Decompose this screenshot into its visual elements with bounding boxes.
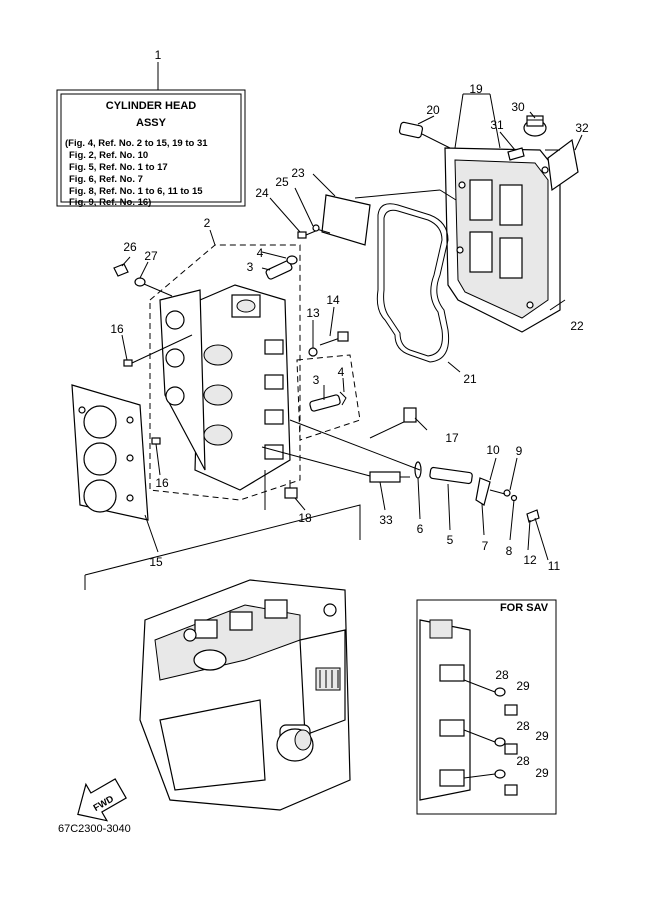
callout-6: 6	[417, 522, 424, 536]
sav-callout-29c: 29	[535, 766, 549, 780]
info-box-line: Fig. 9, Ref. No. 16)	[69, 197, 151, 208]
bracket-part	[475, 477, 491, 506]
callout-3: 3	[247, 260, 254, 274]
callout-17: 17	[445, 431, 459, 445]
callout-19: 19	[469, 82, 483, 96]
ring-part	[286, 255, 298, 265]
callout-14: 14	[326, 293, 340, 307]
info-box-line: Fig. 2, Ref. No. 10	[69, 150, 148, 161]
diagram-code: 67C2300-3040	[58, 823, 131, 835]
callout-20: 20	[426, 103, 440, 117]
callout-5: 5	[447, 533, 454, 547]
sav-callout-29: 29	[516, 679, 530, 693]
washer-part	[308, 347, 318, 357]
gasket-part	[134, 277, 146, 287]
cylinder-head-cover	[444, 147, 561, 333]
callout-1: 1	[155, 48, 162, 62]
info-box-line: (Fig. 4, Ref. No. 2 to 15, 19 to 31	[65, 138, 208, 149]
callout-32: 32	[575, 121, 589, 135]
pin-part	[265, 260, 293, 280]
callout-4: 4	[257, 246, 264, 260]
callout-18: 18	[298, 511, 312, 525]
sav-callout-28: 28	[495, 668, 509, 682]
callout-23: 23	[291, 166, 305, 180]
callout-9: 9	[516, 444, 523, 458]
callout-3b: 3	[313, 373, 320, 387]
pin-part	[309, 394, 341, 412]
o-ring-part	[414, 461, 422, 479]
callout-22: 22	[570, 319, 584, 333]
callout-12: 12	[523, 553, 537, 567]
bolt-part	[526, 509, 540, 523]
sub-assembly-outline	[296, 354, 361, 441]
sav-callout-28c: 28	[516, 754, 530, 768]
washer-part	[510, 494, 518, 502]
gasket-inner-edge	[383, 209, 443, 357]
callout-24: 24	[255, 186, 269, 200]
sav-callout-28b: 28	[516, 719, 530, 733]
cylinder-head	[159, 284, 291, 491]
head-gasket	[71, 384, 149, 521]
callout-27: 27	[144, 249, 158, 263]
for-sav-box: FOR SAV	[416, 599, 557, 815]
assembly-info-box: CYLINDER HEAD ASSY (Fig. 4, Ref. No. 2 t…	[56, 89, 246, 208]
bolt-part	[319, 331, 349, 346]
plate-part	[321, 194, 371, 246]
callout-labels: 1 2 3 4 3 4 5 6 7 8 9 10 11 12 13 14 15 …	[110, 48, 589, 573]
info-box-line: Fig. 5, Ref. No. 1 to 17	[69, 162, 168, 173]
info-box-title: CYLINDER HEAD	[106, 100, 197, 112]
dowel-pin-part	[123, 359, 133, 367]
callout-16b: 16	[155, 476, 169, 490]
dowel-pin-part	[151, 437, 161, 445]
info-box-line: Fig. 8, Ref. No. 1 to 6, 11 to 15	[69, 186, 203, 197]
for-sav-title: FOR SAV	[500, 602, 549, 614]
callout-11: 11	[548, 559, 561, 573]
callout-26: 26	[123, 240, 137, 254]
callout-33: 33	[379, 513, 393, 527]
callout-2: 2	[204, 216, 211, 230]
callout-30: 30	[511, 100, 525, 114]
callout-8: 8	[506, 544, 513, 558]
washer-part	[312, 224, 320, 232]
cover-gasket	[376, 203, 450, 363]
screw-part	[503, 489, 511, 497]
oil-cap-part	[523, 115, 547, 137]
sleeve-part	[429, 466, 473, 485]
bolt-part	[113, 263, 129, 277]
callout-15: 15	[149, 555, 163, 569]
leader-lines	[121, 93, 583, 561]
callout-25: 25	[275, 175, 289, 189]
callout-21: 21	[463, 372, 477, 386]
callout-16: 16	[110, 322, 124, 336]
seal-part	[507, 147, 525, 161]
callout-13: 13	[306, 306, 320, 320]
leader-line	[84, 504, 361, 590]
bolt-part	[398, 121, 451, 149]
bolt-part	[369, 407, 417, 439]
engine-block	[139, 579, 351, 811]
callout-7: 7	[482, 539, 489, 553]
sav-callout-29b: 29	[535, 729, 549, 743]
spark-plug-part	[369, 471, 410, 483]
label-part	[547, 138, 579, 192]
callout-4b: 4	[338, 365, 345, 379]
info-box-subtitle: ASSY	[136, 117, 167, 129]
sav-callout-labels: 28 29 28 29 28 29	[495, 668, 549, 780]
callout-31: 31	[490, 118, 504, 132]
clip-part	[339, 391, 347, 406]
callout-10: 10	[486, 443, 500, 457]
info-box-line: Fig. 6, Ref. No. 7	[69, 174, 143, 185]
bolt-part	[284, 480, 298, 499]
